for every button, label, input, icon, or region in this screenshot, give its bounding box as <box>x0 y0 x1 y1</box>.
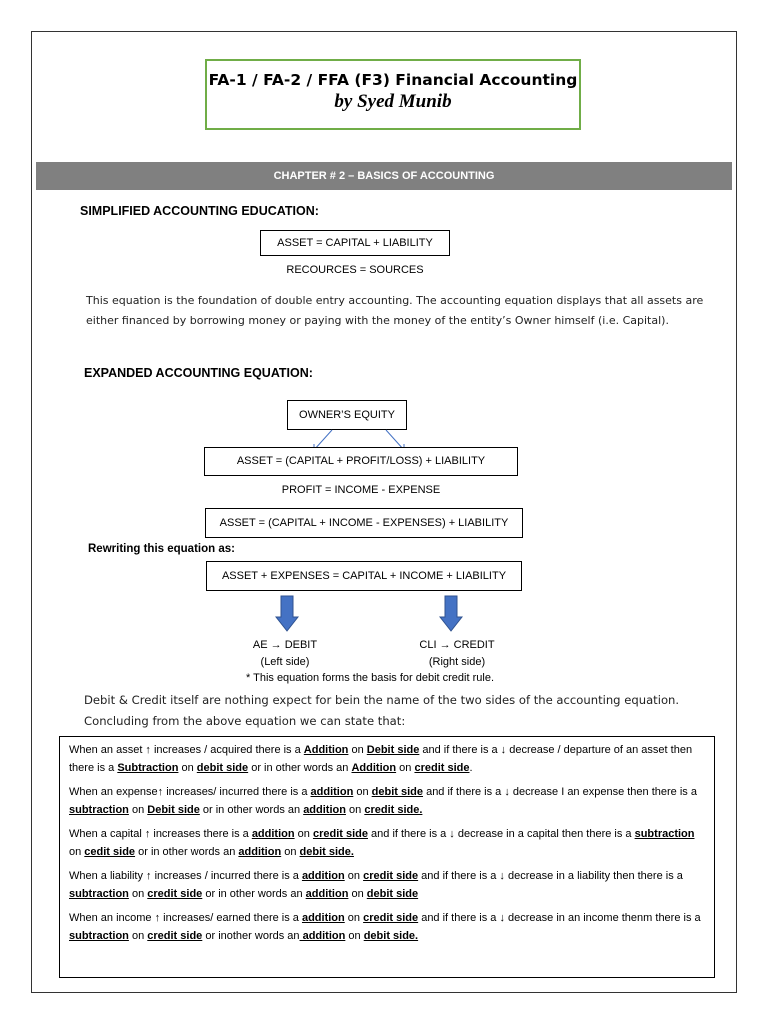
rule-term: Addition <box>351 761 397 774</box>
basic-equation-box: ASSET = CAPITAL + LIABILITY <box>260 230 450 256</box>
rule-term: cedit side <box>84 845 136 858</box>
simplified-paragraph: This equation is the foundation of doubl… <box>86 294 704 327</box>
page-frame <box>31 31 737 993</box>
basis-note: * This equation forms the basis for debi… <box>245 672 495 684</box>
rule-term: addition <box>303 803 346 816</box>
expanded-heading: EXPANDED ACCOUNTING EQUATION: <box>84 366 313 380</box>
resources-equation: RECOURCES = SOURCES <box>286 264 424 276</box>
rule-term: debit side <box>196 761 249 774</box>
rule-term: Debit side <box>147 803 200 816</box>
rule-term: credit side. <box>364 803 423 816</box>
rule-term: credit side <box>312 828 368 840</box>
rewriting-heading: Rewriting this equation as: <box>88 543 235 555</box>
rule-term: addition <box>305 887 349 900</box>
credit-label: CLI → CREDIT <box>419 639 495 651</box>
rule-term: credit side <box>147 929 203 942</box>
expanded-equation-2: ASSET = (CAPITAL + INCOME - EXPENSES) + … <box>205 508 523 538</box>
debit-label: AE → DEBIT <box>252 639 318 651</box>
down-arrow-right-icon <box>439 595 463 632</box>
rule-term: subtraction <box>69 887 129 900</box>
rule-term: Subtraction <box>117 761 179 774</box>
simplified-heading: SIMPLIFIED ACCOUNTING EDUCATION: <box>80 204 319 218</box>
title-box: FA-1 / FA-2 / FFA (F3) Financial Account… <box>205 59 581 130</box>
owners-equity-box: OWNER’S EQUITY <box>287 400 407 430</box>
rules-box: When an asset ↑ increases / acquired the… <box>59 736 715 978</box>
down-arrow-left-icon <box>275 595 299 632</box>
rule-term: addition <box>299 929 346 942</box>
debit-credit-paragraph: Debit & Credit itself are nothing expect… <box>84 693 680 707</box>
rule-term: addition <box>310 786 354 798</box>
rule-term: debit side. <box>299 845 354 858</box>
rule-term: debit side. <box>363 929 419 942</box>
rule-item: When an income ↑ increases/ earned there… <box>69 912 701 942</box>
rule-term: addition <box>251 828 295 840</box>
rule-term: debit side <box>371 786 424 798</box>
rule-item: When a liability ↑ increases / incurred … <box>69 870 683 900</box>
rule-term: addition <box>301 912 345 924</box>
left-side-label: (Left side) <box>260 656 310 668</box>
right-side-label: (Right side) <box>428 656 486 668</box>
rule-term: subtraction <box>634 828 695 840</box>
document-title: FA-1 / FA-2 / FFA (F3) Financial Account… <box>208 71 578 89</box>
rule-term: debit side <box>366 887 419 900</box>
profit-equation: PROFIT = INCOME - EXPENSE <box>281 484 441 496</box>
expanded-equation-3: ASSET + EXPENSES = CAPITAL + INCOME + LI… <box>206 561 522 591</box>
rule-item: When an asset ↑ increases / acquired the… <box>69 744 693 774</box>
rule-item: When an expense↑ increases/ incurred the… <box>69 786 697 816</box>
rule-term: subtraction <box>69 929 129 942</box>
rule-item: When a capital ↑ increases there is a ad… <box>69 828 695 858</box>
rule-term: addition <box>238 845 282 858</box>
rule-term: Debit side <box>366 744 420 756</box>
rule-term: Addition <box>303 744 349 756</box>
concluding-paragraph: Concluding from the above equation we ca… <box>84 714 406 728</box>
document-author: by Syed Munib <box>334 91 452 112</box>
expanded-equation-1: ASSET = (CAPITAL + PROFIT/LOSS) + LIABIL… <box>204 447 518 476</box>
arrow-right-line <box>385 429 405 451</box>
rule-term: credit side <box>363 870 419 882</box>
chapter-heading: CHAPTER # 2 – BASICS OF ACCOUNTING <box>36 162 732 190</box>
rule-term: addition <box>301 870 345 882</box>
rule-term: credit side <box>147 887 203 900</box>
rule-term: credit side <box>363 912 419 924</box>
rule-term: subtraction <box>69 803 129 816</box>
rule-term: credit side <box>414 761 470 774</box>
arrow-left-line <box>313 429 333 451</box>
